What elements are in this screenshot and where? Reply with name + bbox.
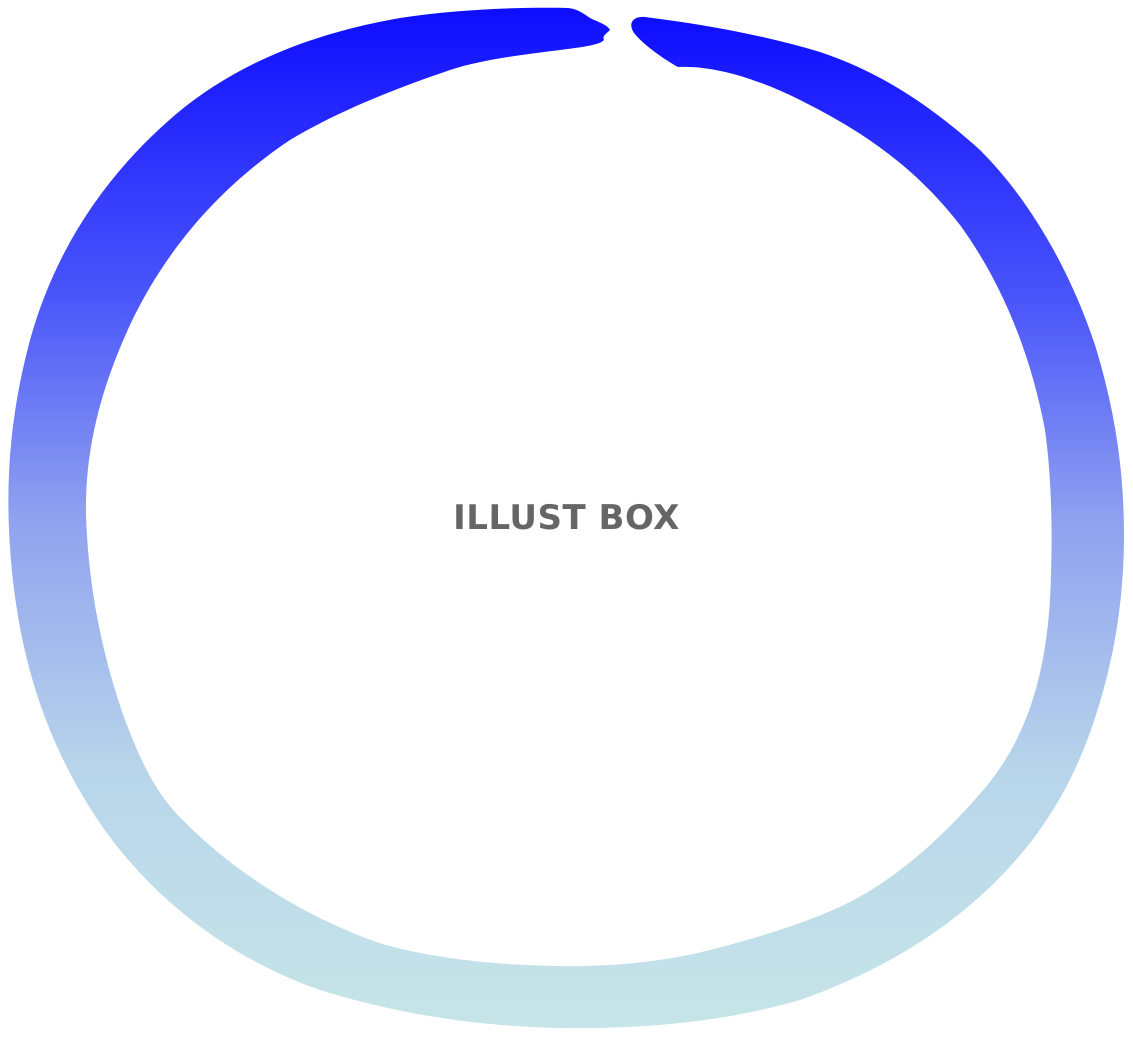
- ring-left-stroke: [8, 7, 610, 1028]
- watermark-text: ILLUST BOX: [453, 498, 680, 538]
